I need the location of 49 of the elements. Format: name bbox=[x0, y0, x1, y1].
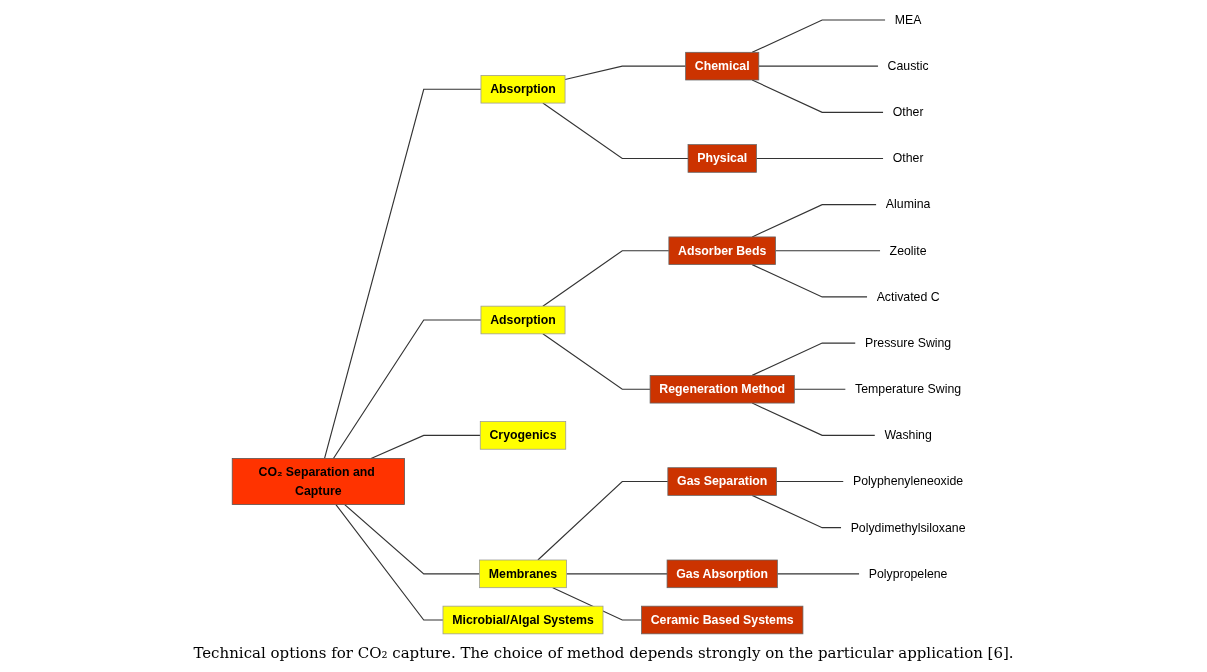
node-text: Temperature Swing bbox=[855, 382, 962, 396]
connector bbox=[344, 504, 481, 575]
connector bbox=[542, 250, 670, 307]
node-text: MEA bbox=[894, 13, 922, 27]
connector bbox=[775, 250, 881, 252]
connector bbox=[758, 65, 879, 67]
node-text: Polyphenyleneoxide bbox=[853, 474, 964, 488]
connector bbox=[537, 480, 669, 561]
node-box: Chemical bbox=[685, 51, 760, 81]
node-box: Physical bbox=[687, 144, 757, 173]
connector bbox=[751, 494, 842, 529]
node-box: Adsorption bbox=[480, 305, 566, 335]
node-text: Other bbox=[892, 105, 924, 119]
connector bbox=[370, 434, 481, 460]
node-box: Regeneration Method bbox=[649, 375, 795, 404]
node-box: Ceramic Based Systems bbox=[641, 605, 804, 635]
node-text: Washing bbox=[884, 428, 932, 442]
node-box: Cryogenics bbox=[479, 421, 567, 450]
node-text: Zeolite bbox=[889, 243, 927, 257]
node-text: Polydimethylsiloxane bbox=[850, 520, 966, 534]
connector bbox=[793, 388, 847, 390]
connector bbox=[751, 342, 857, 376]
node-text: Polypropelene bbox=[868, 566, 948, 580]
connector bbox=[552, 587, 643, 621]
node-box: Membranes bbox=[479, 559, 567, 589]
caption: Technical options for CO₂ capture. The choice of method depends strongly on the particular application [6]. bbox=[193, 643, 1014, 664]
connector bbox=[542, 333, 651, 390]
node-box: Gas Separation bbox=[667, 467, 777, 496]
connector bbox=[335, 504, 444, 621]
connector bbox=[776, 480, 845, 483]
connector bbox=[751, 19, 887, 53]
connector bbox=[776, 573, 861, 575]
node-box: Gas Absorption bbox=[666, 559, 778, 589]
connector bbox=[324, 88, 482, 460]
node-text: Activated C bbox=[876, 290, 940, 304]
node-box: CO₂ Separation and Capture bbox=[231, 458, 405, 505]
node-text: Pressure Swing bbox=[865, 336, 952, 350]
connector bbox=[751, 264, 868, 298]
node-text: Caustic bbox=[887, 59, 929, 73]
connector bbox=[755, 157, 885, 160]
connector bbox=[564, 65, 687, 81]
node-box: Adsorber Beds bbox=[668, 236, 776, 265]
node-box: Microbial/Algal Systems bbox=[442, 605, 604, 635]
connector bbox=[332, 319, 482, 460]
node-text: Alumina bbox=[885, 197, 931, 211]
node-box: Absorption bbox=[480, 75, 566, 104]
connector bbox=[565, 573, 668, 575]
node-text: Other bbox=[892, 151, 924, 165]
connector bbox=[542, 102, 689, 160]
